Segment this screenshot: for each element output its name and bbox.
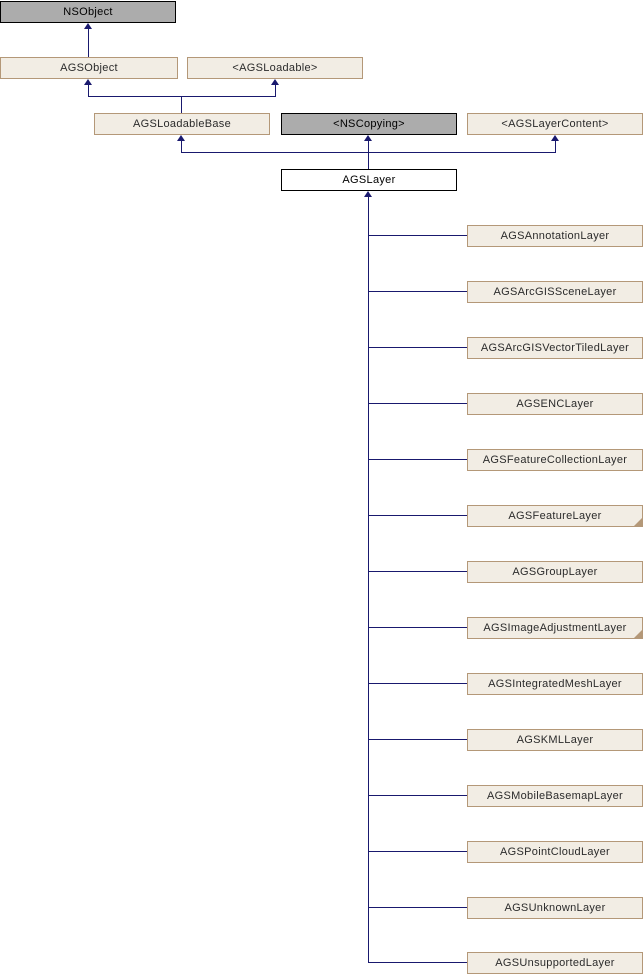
edge-branch bbox=[368, 962, 467, 963]
node-label: AGSFeatureCollectionLayer bbox=[482, 454, 628, 466]
edge-stub-agsobject bbox=[88, 84, 89, 97]
arrowhead bbox=[271, 79, 279, 85]
edge-subclass-trunk bbox=[368, 196, 369, 963]
node-agsintegratedmeshlayer[interactable]: AGSIntegratedMeshLayer bbox=[467, 673, 643, 695]
node-agsarcgisvectortiledlayer[interactable]: AGSArcGISVectorTiledLayer bbox=[467, 337, 643, 359]
node-agsarcgisscenelayer[interactable]: AGSArcGISSceneLayer bbox=[467, 281, 643, 303]
edge-branch bbox=[368, 515, 467, 516]
node-label: AGSKMLLayer bbox=[516, 734, 594, 746]
arrowhead bbox=[551, 135, 559, 141]
node-agsloadable[interactable]: <AGSLoadable> bbox=[187, 57, 363, 79]
node-agsenclayer[interactable]: AGSENCLayer bbox=[467, 393, 643, 415]
edge-branch bbox=[368, 739, 467, 740]
edge-branch bbox=[368, 683, 467, 684]
node-agslayercontent[interactable]: <AGSLayerContent> bbox=[467, 113, 643, 135]
arrowhead bbox=[177, 135, 185, 141]
edge-bus-row2 bbox=[88, 96, 276, 97]
node-label: AGSImageAdjustmentLayer bbox=[483, 622, 627, 634]
edge-branch bbox=[368, 403, 467, 404]
edge-agsloadablebase-up bbox=[181, 96, 182, 113]
edge-stub-agsloadable bbox=[275, 84, 276, 97]
has-subclasses-corner-icon bbox=[634, 630, 642, 638]
node-agsgrouplayer[interactable]: AGSGroupLayer bbox=[467, 561, 643, 583]
node-label: AGSUnsupportedLayer bbox=[495, 957, 615, 969]
edge-stub-agsloadablebase bbox=[181, 140, 182, 152]
node-nscopying: <NSCopying> bbox=[281, 113, 457, 135]
node-label: AGSPointCloudLayer bbox=[500, 846, 610, 858]
node-label: AGSFeatureLayer bbox=[508, 510, 602, 522]
edge-branch bbox=[368, 291, 467, 292]
node-label: AGSObject bbox=[60, 62, 118, 74]
node-label: <AGSLoadable> bbox=[232, 62, 318, 74]
arrowhead bbox=[364, 191, 372, 197]
node-label: <AGSLayerContent> bbox=[501, 118, 609, 130]
node-agsunsupportedlayer[interactable]: AGSUnsupportedLayer bbox=[467, 952, 643, 974]
edge-branch bbox=[368, 907, 467, 908]
edge-branch bbox=[368, 347, 467, 348]
node-agskmllayer[interactable]: AGSKMLLayer bbox=[467, 729, 643, 751]
node-agslayer: AGSLayer bbox=[281, 169, 457, 191]
node-label: AGSLoadableBase bbox=[132, 118, 232, 130]
edge-agslayer-up bbox=[368, 140, 369, 169]
node-label: AGSGroupLayer bbox=[512, 566, 598, 578]
node-agsannotationlayer[interactable]: AGSAnnotationLayer bbox=[467, 225, 643, 247]
edge-stub-agslayercontent bbox=[555, 140, 556, 152]
edge-branch bbox=[368, 795, 467, 796]
edge-branch bbox=[368, 627, 467, 628]
arrowhead bbox=[364, 135, 372, 141]
edge-branch bbox=[368, 235, 467, 236]
node-label: AGSLayer bbox=[342, 174, 396, 186]
node-agsimageadjustmentlayer[interactable]: AGSImageAdjustmentLayer bbox=[467, 617, 643, 639]
node-label: AGSArcGISVectorTiledLayer bbox=[480, 342, 630, 354]
has-subclasses-corner-icon bbox=[634, 518, 642, 526]
node-agsfeaturelayer[interactable]: AGSFeatureLayer bbox=[467, 505, 643, 527]
node-label: AGSAnnotationLayer bbox=[500, 230, 610, 242]
node-agsobject[interactable]: AGSObject bbox=[0, 57, 178, 79]
node-label: AGSIntegratedMeshLayer bbox=[488, 678, 622, 690]
node-agsunknownlayer[interactable]: AGSUnknownLayer bbox=[467, 897, 643, 919]
node-agspointcloudlayer[interactable]: AGSPointCloudLayer bbox=[467, 841, 643, 863]
node-label: AGSMobileBasemapLayer bbox=[487, 790, 623, 802]
node-agsfeaturecollectionlayer[interactable]: AGSFeatureCollectionLayer bbox=[467, 449, 643, 471]
node-label: AGSUnknownLayer bbox=[504, 902, 606, 914]
node-label: AGSArcGISSceneLayer bbox=[493, 286, 617, 298]
node-agsloadablebase[interactable]: AGSLoadableBase bbox=[94, 113, 270, 135]
edge-agsobject-nsobject bbox=[88, 28, 89, 57]
edge-branch bbox=[368, 851, 467, 852]
node-label: NSObject bbox=[63, 6, 113, 18]
node-nsobject: NSObject bbox=[0, 1, 176, 23]
arrowhead bbox=[84, 79, 92, 85]
edge-branch bbox=[368, 571, 467, 572]
arrowhead bbox=[84, 23, 92, 29]
node-agsmobilebasemaplayer[interactable]: AGSMobileBasemapLayer bbox=[467, 785, 643, 807]
node-label: <NSCopying> bbox=[333, 118, 405, 130]
edge-branch bbox=[368, 459, 467, 460]
node-label: AGSENCLayer bbox=[516, 398, 594, 410]
